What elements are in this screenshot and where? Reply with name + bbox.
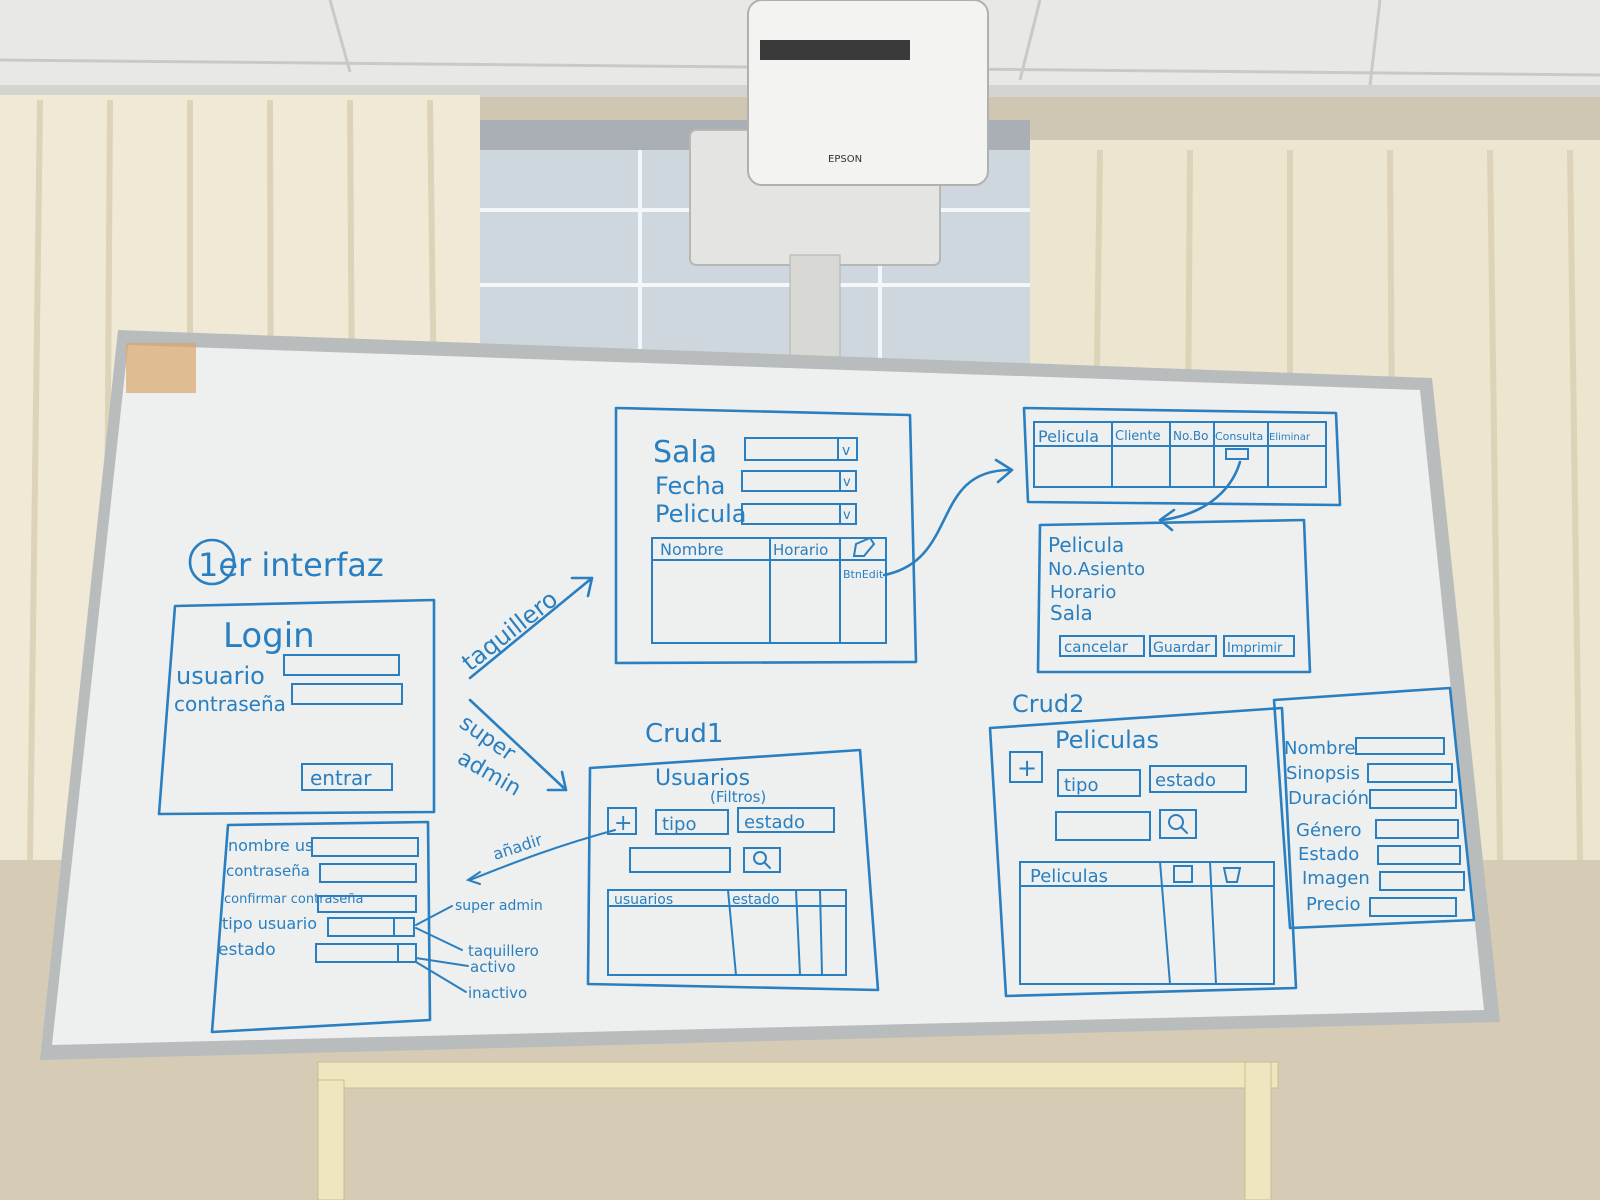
- edit-icon: [852, 536, 876, 557]
- crud2-heading: Peliculas: [1055, 726, 1159, 754]
- login-user-label: usuario: [176, 662, 265, 690]
- login-password-label: contraseña: [174, 692, 286, 716]
- easel-bar: [317, 1061, 1279, 1089]
- login-heading: Login: [223, 616, 315, 656]
- movie-field-imagen: Imagen: [1302, 868, 1370, 889]
- crud2-wireframe: Crud2 Peliculas + tipo estado Peliculas: [988, 690, 1298, 998]
- easel-leg-right: [1244, 1061, 1272, 1200]
- login-enter-label: entrar: [310, 766, 372, 790]
- title-circle: [188, 538, 236, 586]
- crud2-filter-estado: estado: [1155, 770, 1216, 791]
- crud1-col-estado: estado: [732, 892, 779, 908]
- taquillero-col-nombre: Nombre: [660, 540, 724, 559]
- movie-form-wireframe: Nombre Sinopsis Duración Género Estado I…: [1272, 686, 1476, 930]
- taquillero-edit-caption: BtnEdit: [843, 568, 884, 581]
- crud1-filter-estado: estado: [744, 812, 805, 833]
- movie-field-precio: Precio: [1306, 894, 1361, 915]
- user-field-estado: estado: [218, 940, 276, 960]
- ticket-col-cliente: Cliente: [1115, 429, 1161, 444]
- detail-print-button: Imprimir: [1227, 641, 1283, 656]
- tipo-option-taquillero: taquillero: [468, 942, 539, 960]
- crud1-filters-note: (Filtros): [710, 788, 766, 806]
- ticket-col-consulta: Consulta: [1215, 430, 1263, 443]
- crud2-filter-tipo: tipo: [1064, 775, 1099, 796]
- ticket-col-eliminar: Eliminar: [1269, 432, 1311, 443]
- board-title: 1er interfaz: [198, 546, 384, 584]
- crud1-title: Crud1: [645, 719, 723, 749]
- movie-field-estado: Estado: [1298, 844, 1359, 865]
- movie-field-nombre: Nombre: [1284, 738, 1356, 759]
- movie-field-duracion: Duración: [1288, 788, 1369, 809]
- crud2-table: [1019, 861, 1275, 985]
- crud1-col-usuarios: usuarios: [614, 892, 673, 908]
- crud1-heading: Usuarios: [655, 766, 750, 791]
- sticker: [126, 343, 196, 393]
- crud2-add-icon: +: [1017, 754, 1037, 782]
- movie-field-sinopsis: Sinopsis: [1286, 763, 1360, 784]
- pelicula-dropdown-icon: v: [843, 508, 851, 523]
- sala-dropdown-icon: v: [842, 443, 850, 459]
- login-user-field: [283, 654, 400, 676]
- taquillero-field-fecha: Fecha: [655, 472, 725, 500]
- user-form-wireframe: nombre us contraseña confirmar contraseñ…: [210, 820, 543, 1034]
- login-enter-button: [301, 763, 393, 791]
- login-password-field: [291, 683, 403, 705]
- detail-field-horario: Horario: [1050, 582, 1116, 603]
- crud2-title: Crud2: [1012, 690, 1084, 718]
- fecha-dropdown-icon: v: [843, 475, 851, 490]
- projector-vent: [760, 40, 910, 60]
- user-field-confirmar: confirmar contraseña: [224, 892, 363, 907]
- detail-field-sala: Sala: [1050, 601, 1093, 625]
- detail-field-pelicula: Pelicula: [1048, 533, 1124, 557]
- user-field-tipo: tipo usuario: [222, 914, 317, 933]
- user-field-contrasena: contraseña: [226, 862, 310, 880]
- whiteboard: [52, 345, 1484, 1045]
- crud1-search-icon: [753, 851, 767, 865]
- projector-body: [747, 0, 989, 186]
- crud2-edit-icon: [1173, 865, 1193, 883]
- easel-leg-left: [317, 1079, 345, 1200]
- crud2-col-peliculas: Peliculas: [1030, 866, 1108, 887]
- detail-save-button: Guardar: [1153, 640, 1210, 656]
- crud2-search-icon: [1168, 814, 1184, 830]
- tipo-option-superadmin: super admin: [455, 898, 543, 914]
- ticket-table-wireframe: Pelicula Cliente No.Bo Consulta Eliminar: [1022, 406, 1342, 532]
- taquillero-wireframe: Sala v Fecha v Pelicula v Nombre Horario…: [614, 406, 1014, 665]
- movie-field-genero: Género: [1296, 820, 1362, 841]
- ticket-detail-wireframe: Pelicula No.Asiento Horario Sala cancela…: [1036, 518, 1312, 674]
- crud2-search-field: [1055, 811, 1151, 841]
- taquillero-field-sala: Sala: [653, 435, 717, 470]
- crud1-add-icon: +: [614, 811, 632, 836]
- taquillero-field-pelicula: Pelicula: [655, 500, 747, 528]
- estado-option-activo: activo: [470, 958, 516, 976]
- crud1-filter-tipo: tipo: [662, 814, 697, 835]
- projector-brand: EPSON: [828, 154, 862, 165]
- crud1-search-field: [629, 847, 731, 873]
- ticket-col-noboleto: No.Bo: [1173, 429, 1209, 443]
- taquillero-col-horario: Horario: [773, 541, 828, 559]
- detail-cancel-button: cancelar: [1064, 638, 1129, 656]
- crud2-delete-icon: [1222, 867, 1242, 883]
- login-wireframe: Login usuario contraseña entrar: [157, 598, 436, 816]
- estado-option-inactivo: inactivo: [468, 984, 527, 1002]
- user-field-nombre: nombre us: [228, 836, 313, 855]
- ticket-col-pelicula: Pelicula: [1038, 427, 1099, 446]
- detail-field-asiento: No.Asiento: [1048, 559, 1145, 580]
